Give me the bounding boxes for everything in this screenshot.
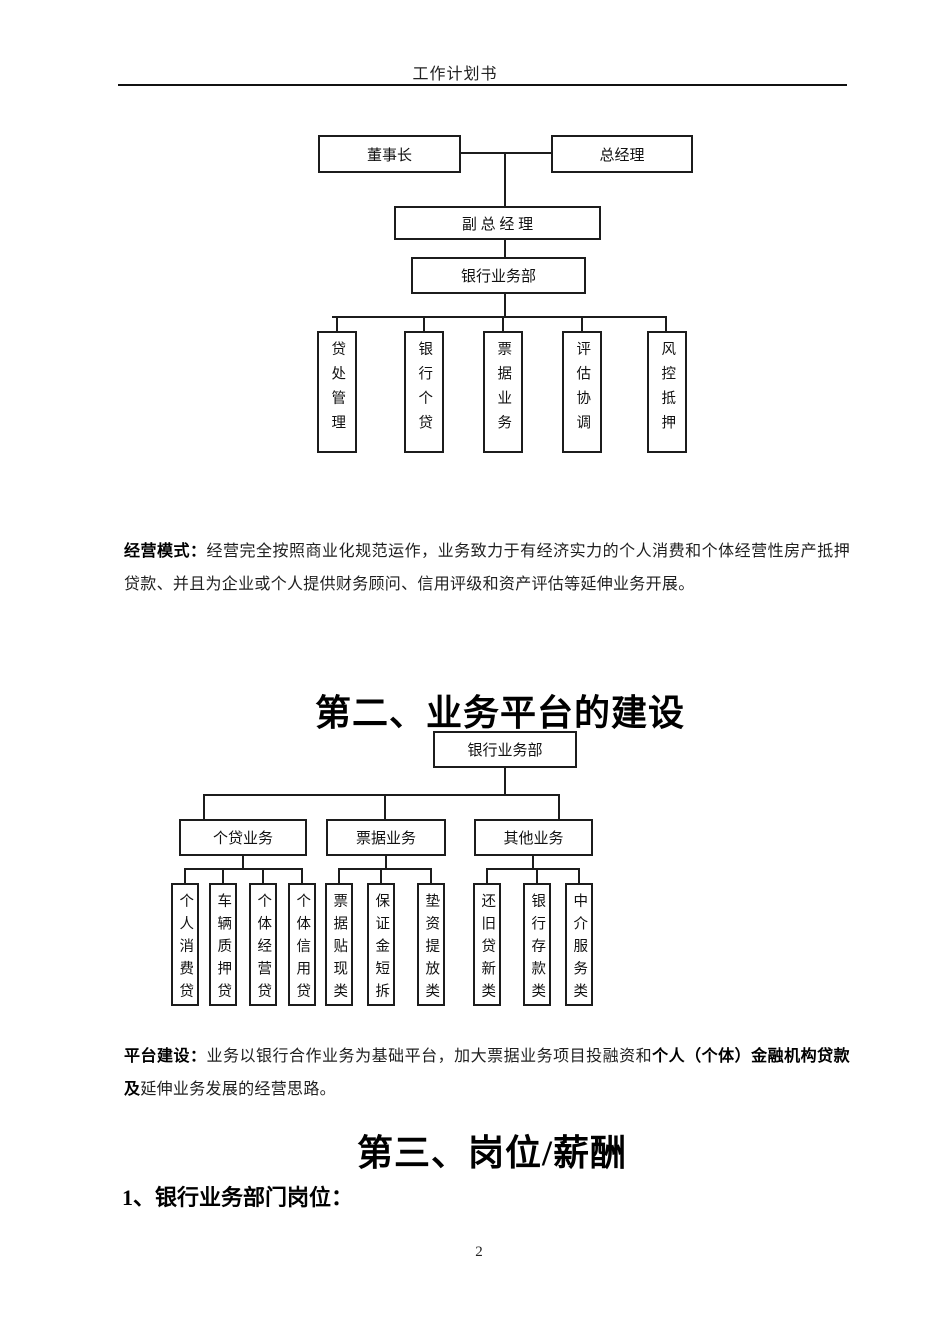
org2-connector bbox=[301, 868, 303, 883]
page-number: 2 bbox=[475, 1244, 483, 1260]
platform-text-end: 延伸业务发展的经营思路。 bbox=[140, 1081, 336, 1098]
org2-leaf-label: 垫资提放类 bbox=[423, 893, 440, 1006]
org1-leaf-evaluation-coordination: 评估协调 bbox=[562, 331, 602, 453]
org1-node-general-manager: 总经理 bbox=[551, 135, 693, 173]
platform-construction-paragraph: 平台建设：业务以银行合作业务为基础平台，加大票据业务项目投融资和个人（个体）金融… bbox=[124, 1040, 850, 1106]
org1-node-banking-dept-label: 银行业务部 bbox=[460, 269, 536, 285]
org2-leaf-label: 银行存款类 bbox=[529, 893, 546, 1006]
org2-leaf-label: 个人消费贷 bbox=[177, 893, 194, 1006]
document-header-title: 工作计划书 bbox=[412, 66, 498, 83]
org2-connector bbox=[203, 794, 205, 819]
org2-leaf-bill-discounting: 票据贴现类 bbox=[325, 883, 353, 1006]
platform-text-normal: 业务以银行合作业务为基础平台，加大票据业务项目投融资和 bbox=[206, 1048, 653, 1065]
org1-node-deputy-gm-label: 副 总 经 理 bbox=[461, 216, 534, 233]
org1-connector bbox=[504, 152, 506, 206]
org2-connector bbox=[486, 868, 580, 870]
org2-branch-personal-loans: 个贷业务 bbox=[179, 819, 307, 856]
org2-connector bbox=[532, 856, 534, 868]
org2-connector bbox=[242, 856, 244, 868]
org2-root-label: 银行业务部 bbox=[467, 743, 543, 759]
org2-leaf-label: 保证金短拆 bbox=[373, 893, 390, 1006]
business-model-text: 经营完全按照商业化规范运作，业务致力于有经济实力的个人消费和个体经营性房产抵押贷… bbox=[124, 543, 850, 593]
org2-branch-label: 票据业务 bbox=[355, 831, 416, 847]
section3-title: 第三、岗位/薪酬 bbox=[356, 1133, 627, 1173]
org2-connector bbox=[486, 868, 488, 883]
org1-leaf-label: 银行个贷 bbox=[416, 341, 433, 439]
org1-leaf-bill-business: 票据业务 bbox=[483, 331, 523, 453]
org2-leaf-loan-renewal: 还旧贷新类 bbox=[473, 883, 501, 1006]
org1-node-chairman: 董事长 bbox=[318, 135, 461, 173]
org2-leaf-individual-operating-loan: 个体经营贷 bbox=[249, 883, 277, 1006]
business-model-paragraph: 经营模式：经营完全按照商业化规范运作，业务致力于有经济实力的个人消费和个体经营性… bbox=[124, 535, 850, 601]
org2-connector bbox=[338, 868, 432, 870]
org1-node-deputy-gm: 副 总 经 理 bbox=[394, 206, 601, 240]
org2-leaf-label: 票据贴现类 bbox=[331, 893, 348, 1006]
org1-connector bbox=[504, 240, 506, 257]
org1-connector bbox=[665, 316, 667, 331]
org2-connector bbox=[578, 868, 580, 883]
org2-leaf-label: 个体经营贷 bbox=[255, 893, 272, 1006]
org2-connector bbox=[504, 768, 506, 794]
org2-connector bbox=[536, 868, 538, 883]
org2-leaf-margin-short-term: 保证金短拆 bbox=[367, 883, 395, 1006]
org2-branch-other-business: 其他业务 bbox=[474, 819, 593, 856]
org2-connector bbox=[430, 868, 432, 883]
org1-connector bbox=[504, 294, 506, 316]
org1-leaf-bank-personal-loans: 银行个贷 bbox=[404, 331, 444, 453]
org1-connector bbox=[423, 316, 425, 331]
org2-connector bbox=[203, 794, 560, 796]
org1-node-general-manager-label: 总经理 bbox=[599, 147, 645, 164]
org2-leaf-intermediary-services: 中介服务类 bbox=[565, 883, 593, 1006]
org2-leaf-label: 中介服务类 bbox=[571, 893, 588, 1006]
org1-leaf-risk-control-mortgage: 风控抵押 bbox=[647, 331, 687, 453]
business-model-label: 经营模式： bbox=[124, 543, 207, 560]
org2-root-banking-dept: 银行业务部 bbox=[433, 731, 577, 768]
org2-connector bbox=[385, 856, 387, 868]
org2-connector bbox=[184, 868, 186, 883]
org2-connector bbox=[380, 868, 382, 883]
header-rule bbox=[118, 84, 847, 86]
org2-leaf-label: 车辆质押贷 bbox=[215, 893, 232, 1006]
org2-leaf-bank-deposits: 银行存款类 bbox=[523, 883, 551, 1006]
org2-connector bbox=[558, 794, 560, 819]
section3-subheading: 1、银行业务部门岗位： bbox=[122, 1185, 354, 1210]
org2-leaf-vehicle-pledge-loan: 车辆质押贷 bbox=[209, 883, 237, 1006]
org1-leaf-label: 风控抵押 bbox=[659, 341, 676, 439]
org2-connector bbox=[384, 794, 386, 819]
org1-connector bbox=[502, 316, 504, 331]
org2-connector bbox=[184, 868, 303, 870]
org1-leaf-loan-office-management: 贷处管理 bbox=[317, 331, 357, 453]
org2-leaf-personal-consumer-loan: 个人消费贷 bbox=[171, 883, 199, 1006]
org2-connector bbox=[262, 868, 264, 883]
org1-connector bbox=[332, 316, 667, 318]
org1-leaf-label: 票据业务 bbox=[495, 341, 512, 439]
org2-leaf-individual-credit-loan: 个体信用贷 bbox=[288, 883, 316, 1006]
platform-text-bold: 个人（个体）金融机构贷款及 bbox=[124, 1048, 850, 1098]
org2-leaf-advance-funding: 垫资提放类 bbox=[417, 883, 445, 1006]
org2-branch-label: 其他业务 bbox=[503, 831, 564, 847]
org1-leaf-label: 评估协调 bbox=[574, 341, 591, 439]
org1-node-banking-dept: 银行业务部 bbox=[411, 257, 586, 294]
org2-connector bbox=[338, 868, 340, 883]
org2-branch-bill-business: 票据业务 bbox=[326, 819, 446, 856]
org2-branch-label: 个贷业务 bbox=[212, 831, 273, 847]
org1-connector bbox=[336, 316, 338, 331]
org1-connector bbox=[581, 316, 583, 331]
org1-connector bbox=[461, 152, 551, 154]
org2-leaf-label: 个体信用贷 bbox=[294, 893, 311, 1006]
org2-leaf-label: 还旧贷新类 bbox=[479, 893, 496, 1006]
org2-connector bbox=[222, 868, 224, 883]
platform-construction-label: 平台建设： bbox=[124, 1048, 207, 1065]
org1-leaf-label: 贷处管理 bbox=[329, 341, 346, 439]
section2-title: 第二、业务平台的建设 bbox=[314, 693, 685, 733]
org1-node-chairman-label: 董事长 bbox=[366, 147, 412, 164]
